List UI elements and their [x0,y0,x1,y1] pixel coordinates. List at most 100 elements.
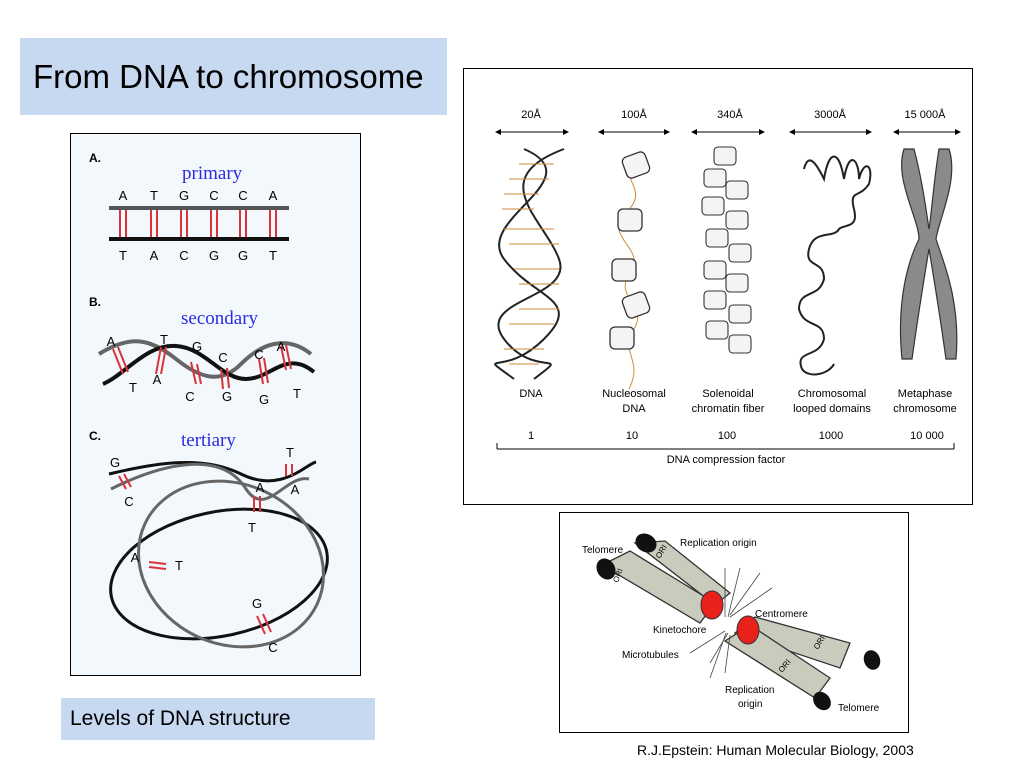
compression-factor: 10 [626,430,638,442]
svg-text:G: G [179,188,189,203]
svg-text:A: A [150,248,159,263]
svg-text:A: A [153,372,162,387]
svg-text:C: C [268,640,277,655]
column-label: Solenoidal [702,388,753,400]
replication-origin-bottom-label: Replication [725,685,774,696]
svg-text:T: T [150,188,158,203]
section-a-letter: A. [89,151,101,165]
tertiary-bases: G C T A A T A T G C [110,445,300,655]
compression-factor: 100 [718,430,736,442]
kinetochore-label: Kinetochore [653,625,707,636]
svg-text:G: G [110,455,120,470]
secondary-gray-strand [97,339,313,379]
svg-text:A: A [277,339,286,354]
caption-box: Levels of DNA structure [61,698,375,740]
compression-factor: 10 000 [910,430,944,442]
svg-text:G: G [259,392,269,407]
primary-bottom-bases: T A C G G T [119,248,277,263]
dna-levels-panel: A. primary A T G C C A T A C G G T [70,133,361,676]
title-box: From DNA to chromosome [20,38,447,115]
svg-text:T: T [129,380,137,395]
column-label: Metaphase [898,388,952,400]
scale-label: 15 000Å [905,108,947,121]
chromosome-anatomy-panel: Telomere Replication origin Centromere K… [559,512,909,733]
column-label: Nucleosomal [602,388,666,400]
telomere-right-label: Telomere [838,703,880,714]
tertiary-gray-loop [137,479,325,649]
svg-text:C: C [185,389,194,404]
svg-text:A: A [269,188,278,203]
svg-text:C: C [124,494,133,509]
telomere-left-label: Telomere [582,545,624,556]
scale-label: 100Å [621,108,647,121]
scale-label: 20Å [521,108,541,121]
tertiary-base-pairs [118,464,293,635]
svg-text:G: G [192,339,202,354]
secondary-bases: A T G C C A T A C G G T [107,332,301,407]
looped-domains-drawing [797,155,872,376]
column-label: Chromosomal [798,388,866,400]
dna-helix-rungs [502,163,559,365]
tertiary-label: tertiary [181,430,236,451]
primary-base-pairs [119,210,277,237]
column-label: looped domains [793,403,871,415]
svg-text:T: T [269,248,277,263]
section-c-letter: C. [89,429,101,443]
svg-text:C: C [218,350,227,365]
citation: R.J.Epstein: Human Molecular Biology, 20… [637,742,914,758]
svg-text:T: T [119,248,127,263]
secondary-label: secondary [181,308,259,329]
replication-origin-top-label: Replication origin [680,538,757,549]
chromatid-arms [600,540,851,699]
column-label: DNA [622,403,646,415]
svg-text:C: C [209,188,218,203]
tertiary-gray-top [110,462,310,501]
svg-text:G: G [209,248,219,263]
tertiary-black-loop [109,507,329,641]
compression-axis [496,443,955,450]
anatomy-labels: Telomere Replication origin Centromere K… [582,538,880,714]
microtubule-lines [689,567,773,679]
replication-origin-bottom-label: origin [738,699,762,710]
centromere-label: Centromere [755,609,808,620]
dna-levels-figure: A. primary A T G C C A T A C G G T [89,151,329,655]
scale-label: 3000Å [814,108,846,121]
svg-text:A: A [131,550,140,565]
compression-factor: 1000 [819,430,843,442]
svg-text:A: A [291,482,300,497]
scale-label: 340Å [717,108,743,121]
tertiary-black-top [108,460,317,483]
solenoid-drawing [701,146,752,354]
telomeres [596,533,881,711]
svg-text:C: C [254,347,263,362]
secondary-base-pairs [112,344,292,390]
svg-text:T: T [175,558,183,573]
figure-caption: Levels of DNA structure [70,707,291,730]
svg-text:T: T [286,445,294,460]
scale-labels: 20Å 100Å 340Å 3000Å 15 000Å [521,108,946,121]
primary-label: primary [182,163,243,184]
compression-panel: 20Å 100Å 340Å 3000Å 15 000Å [463,68,973,505]
column-labels: DNA Nucleosomal DNA Solenoidal chromatin… [519,388,956,415]
page-title: From DNA to chromosome [33,58,424,95]
svg-text:A: A [256,480,265,495]
dna-helix-drawing [494,148,565,380]
centromere-red [700,590,760,645]
compression-figure: 20Å 100Å 340Å 3000Å 15 000Å [494,108,961,466]
svg-text:T: T [293,386,301,401]
svg-text:A: A [119,188,128,203]
primary-top-bases: A T G C C A [119,188,278,203]
svg-text:G: G [252,596,262,611]
svg-text:C: C [238,188,247,203]
secondary-black-strand [102,343,316,386]
svg-text:A: A [107,334,116,349]
column-label: chromosome [893,403,957,415]
compression-factor: 1 [528,430,534,442]
svg-text:G: G [222,389,232,404]
svg-text:C: C [179,248,188,263]
metaphase-chromosome-drawing [899,148,958,360]
microtubules-label: Microtubules [622,650,679,661]
section-b-letter: B. [89,295,101,309]
compression-axis-label: DNA compression factor [667,454,786,466]
nucleosome-drawing [609,151,651,390]
